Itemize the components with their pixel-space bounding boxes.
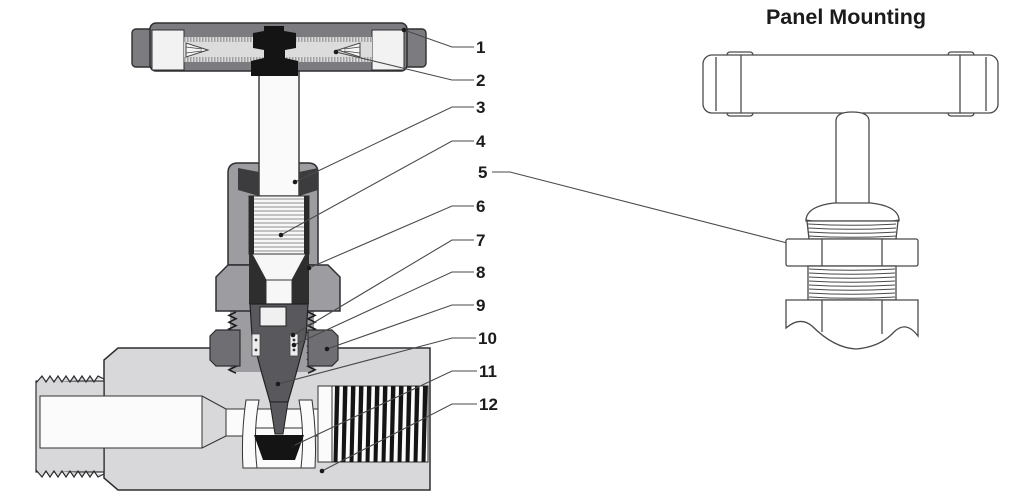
leader-line-8 [293, 271, 474, 346]
callout-4: 4 [476, 132, 486, 151]
valve-stem [238, 70, 318, 305]
panel-nut [209, 329, 339, 367]
callout-3: 3 [476, 98, 485, 117]
callout-5: 5 [478, 163, 487, 182]
leader-line-5 [492, 171, 796, 246]
stem-end-right [336, 42, 361, 58]
handle-set-screw [251, 26, 298, 76]
callout-10: 10 [478, 329, 497, 348]
leader-line-4 [280, 140, 474, 236]
female-outlet-threads [317, 385, 429, 463]
panel-bonnet-hex [785, 299, 919, 350]
panel-mounting-title: Panel Mounting [766, 5, 926, 29]
seat-pocket [241, 399, 317, 469]
callout-2: 2 [476, 71, 485, 90]
callout-leaders [277, 29, 796, 472]
valve-handle [131, 22, 427, 76]
panel-thread-collar-lower [807, 265, 897, 301]
callout-12: 12 [479, 395, 498, 414]
panel-thread-collar-upper [806, 220, 899, 240]
leader-line-12 [321, 403, 477, 472]
callout-1: 1 [476, 38, 485, 57]
callout-9: 9 [476, 296, 485, 315]
leader-line-9 [326, 304, 474, 350]
leader-line-3 [294, 106, 474, 183]
leader-line-11 [292, 370, 477, 447]
packing-wedge-right [299, 168, 318, 196]
callout-7: 7 [476, 231, 485, 250]
leader-line-2 [335, 51, 474, 81]
panel-mounting-figure [702, 51, 999, 350]
panel-dome [805, 202, 900, 222]
leader-line-6 [308, 205, 474, 269]
needle-tip [269, 401, 289, 435]
leader-line-7 [292, 239, 474, 336]
seat-insert [254, 435, 304, 460]
leader-line-10 [277, 337, 476, 385]
stem-end-left [185, 42, 210, 58]
panel-handle-bar [702, 51, 999, 117]
callout-labels: 1 2 3 4 5 6 7 8 9 10 11 12 [476, 38, 498, 414]
packing-gland [249, 303, 309, 435]
packing-wedge-left [238, 168, 259, 196]
callout-8: 8 [476, 263, 485, 282]
panel-mount-nut [785, 238, 919, 267]
valve-body [35, 347, 431, 491]
callout-11: 11 [479, 362, 497, 381]
leader-line-1 [403, 29, 474, 48]
callout-6: 6 [476, 197, 485, 216]
panel-stem [835, 111, 870, 206]
